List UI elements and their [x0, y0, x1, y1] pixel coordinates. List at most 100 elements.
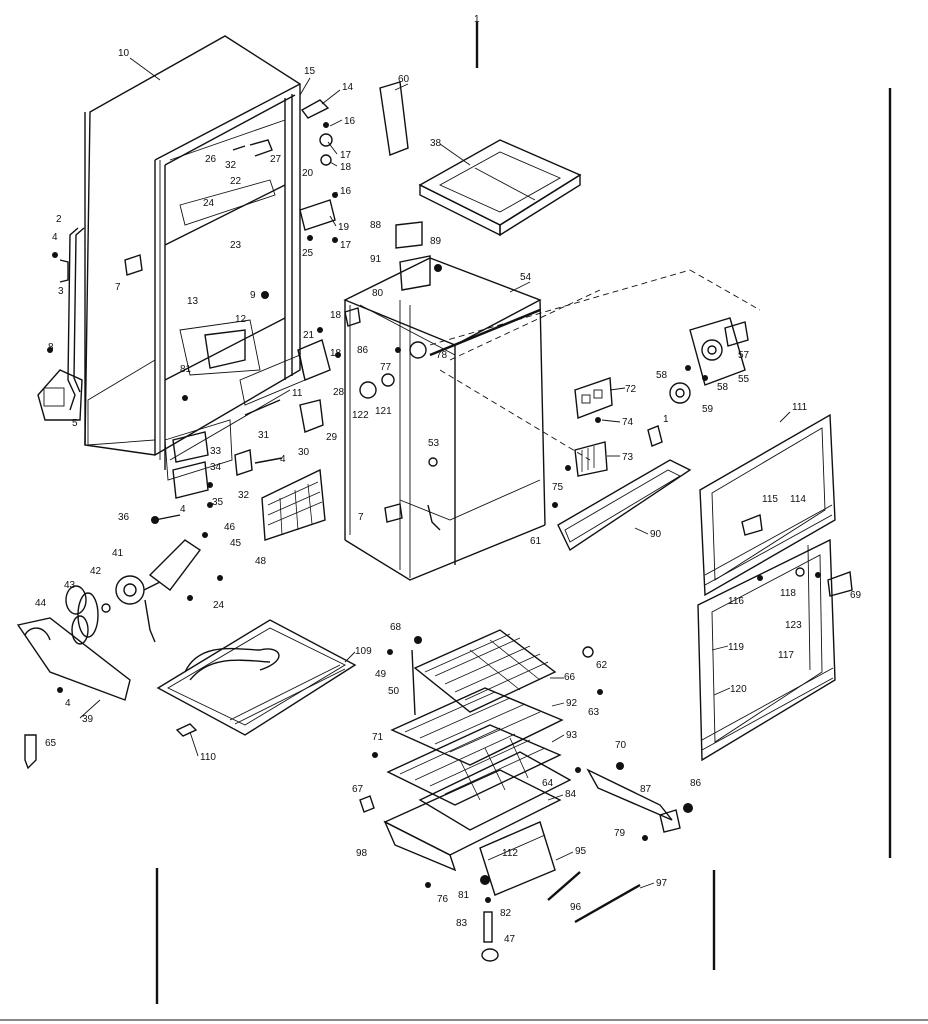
control-assembly	[429, 269, 761, 552]
label-86: 86	[690, 778, 702, 789]
label-3: 3	[58, 286, 64, 297]
label-fan-4: 4	[65, 698, 71, 709]
label-32: 32	[225, 160, 237, 171]
label-82: 82	[500, 908, 512, 919]
label-17b: 17	[340, 240, 352, 251]
label-75: 75	[552, 482, 564, 493]
label-67: 67	[352, 784, 364, 795]
label-2: 2	[56, 214, 62, 225]
label-87: 87	[640, 784, 652, 795]
label-63: 63	[588, 707, 600, 718]
label-19: 19	[338, 222, 350, 233]
label-18a: 18	[340, 162, 352, 173]
label-115: 115	[762, 494, 778, 505]
label-91: 91	[370, 254, 382, 265]
label-18: 18	[330, 348, 342, 359]
label-26: 26	[205, 154, 217, 165]
label-42: 42	[90, 566, 102, 577]
label-81: 81	[458, 890, 470, 901]
label-31: 31	[258, 430, 270, 441]
label-98: 98	[356, 848, 368, 859]
label-89: 89	[430, 236, 442, 247]
label-29: 29	[326, 432, 338, 443]
label-mid-32: 32	[238, 490, 250, 501]
label-lin-18: 18	[330, 310, 342, 321]
label-95: 95	[575, 846, 587, 857]
top-hinge-parts	[232, 99, 338, 243]
label-49: 49	[375, 669, 387, 680]
label-93: 93	[566, 730, 578, 741]
label-mid-4b: 4	[280, 454, 286, 465]
label-33: 33	[210, 446, 222, 457]
label-78: 78	[436, 350, 448, 361]
label-9: 9	[250, 290, 256, 301]
label-61: 61	[530, 536, 542, 547]
label-25: 25	[302, 248, 314, 259]
label-59: 59	[702, 404, 714, 415]
label-43: 43	[64, 580, 76, 591]
label-16b: 16	[340, 186, 352, 197]
label-112: 112	[502, 848, 518, 859]
label-lin-7: 7	[358, 512, 364, 523]
label-65: 65	[45, 738, 57, 749]
label-84: 84	[565, 789, 577, 800]
label-83: 83	[456, 918, 468, 929]
label-96: 96	[570, 902, 582, 913]
crisper-pan-and-drawer	[383, 762, 693, 896]
label-86: 86	[357, 345, 369, 356]
label-74: 74	[622, 417, 634, 428]
label-90: 90	[650, 529, 662, 540]
label-8: 8	[48, 342, 54, 353]
callout-labels: 10 1 15 14 16 17 18 20 16 19 17 25 26 32…	[35, 14, 862, 945]
thermostat-housing	[669, 317, 749, 404]
label-14: 14	[342, 82, 354, 93]
label-38: 38	[430, 138, 442, 149]
label-20: 20	[302, 168, 314, 179]
label-4: 4	[52, 232, 58, 243]
label-27: 27	[270, 154, 282, 165]
wire-shelves	[386, 629, 572, 831]
label-53: 53	[428, 438, 440, 449]
label-12: 12	[235, 314, 247, 325]
label-97: 97	[656, 878, 668, 889]
label-58a: 58	[656, 370, 668, 381]
label-13: 13	[187, 296, 199, 307]
label-119: 119	[728, 642, 744, 653]
cabinet-shell	[84, 35, 306, 481]
label-109: 109	[355, 646, 372, 657]
label-111: 111	[792, 402, 808, 413]
label-71: 71	[372, 732, 384, 743]
label-62: 62	[596, 660, 608, 671]
bottom-small-parts	[359, 636, 641, 962]
fan-motor-assembly	[16, 539, 223, 770]
label-81: 81	[180, 364, 192, 375]
fresh-food-door	[697, 538, 853, 762]
label-30: 30	[298, 447, 310, 458]
label-123: 123	[785, 620, 802, 631]
freezer-liner	[343, 221, 546, 581]
label-58b: 58	[717, 382, 729, 393]
label-68: 68	[390, 622, 402, 633]
label-fan-24: 24	[213, 600, 225, 611]
label-34: 34	[210, 462, 222, 473]
label-122: 122	[352, 410, 369, 421]
label-39: 39	[82, 714, 94, 725]
label-77: 77	[380, 362, 392, 373]
label-57: 57	[738, 350, 750, 361]
label-5: 5	[72, 418, 78, 429]
label-76: 76	[437, 894, 449, 905]
leader-lines	[79, 57, 791, 889]
label-110: 110	[200, 752, 216, 763]
label-16a: 16	[344, 116, 356, 127]
label-66: 66	[564, 672, 576, 683]
label-15: 15	[304, 66, 316, 77]
label-47: 47	[504, 934, 516, 945]
label-120: 120	[730, 684, 747, 695]
label-cabinet: 10	[118, 48, 130, 59]
label-24: 24	[203, 198, 215, 209]
center-parts	[151, 291, 341, 541]
label-114: 114	[790, 494, 806, 505]
top-shelf-and-cover	[379, 81, 582, 237]
label-ctl-1: 1	[663, 414, 669, 425]
